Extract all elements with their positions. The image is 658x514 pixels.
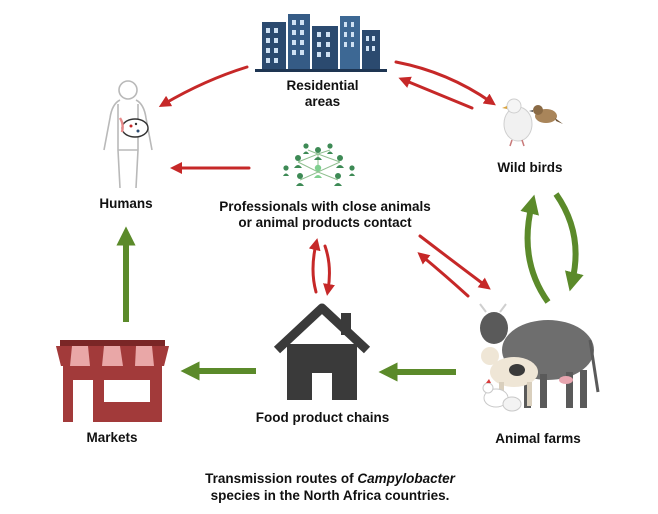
professionals-line2: or animal products contact — [238, 215, 412, 230]
node-label-humans: Humans — [99, 196, 153, 211]
caption-part1: Transmission routes of — [205, 471, 358, 486]
professionals-line1: Professionals with close animals — [219, 199, 431, 214]
farm-animals-icon — [479, 303, 600, 412]
residential-line2: areas — [304, 94, 341, 109]
arrow-residential-to-humans — [158, 65, 249, 108]
market-stall-icon — [56, 340, 169, 422]
figure-caption: Transmission routes of Campylobacter spe… — [120, 470, 540, 504]
arrow-food-chains-to-professionals — [308, 238, 321, 294]
arrow-professionals-to-food-chains — [323, 244, 335, 296]
house-icon — [273, 303, 371, 400]
node-label-residential-areas: Residential areas — [265, 78, 380, 110]
arrow-farms-to-birds — [520, 194, 551, 304]
red-arrows — [158, 60, 496, 298]
node-label-animal-farms: Animal farms — [495, 431, 581, 446]
people-network-icon — [283, 143, 355, 186]
node-label-wild-birds: Wild birds — [497, 160, 563, 175]
arrow-professionals-to-farms — [418, 234, 491, 290]
wild-birds-icon — [502, 98, 563, 147]
caption-part2: species in the North Africa countries. — [210, 488, 450, 503]
city-buildings-icon — [255, 14, 387, 72]
arrow-farms-to-professionals — [417, 252, 470, 298]
arrow-birds-to-farms — [553, 192, 584, 292]
caption-italic-genus: Campylobacter — [357, 471, 455, 486]
arrow-residential-to-birds — [394, 60, 496, 106]
node-label-professionals: Professionals with close animals or anim… — [195, 199, 455, 231]
human-body-icon — [103, 80, 153, 189]
node-label-food-product-chains: Food product chains — [255, 410, 390, 425]
node-label-markets: Markets — [86, 430, 138, 445]
green-arrows — [116, 192, 584, 382]
residential-line1: Residential — [286, 78, 359, 93]
arrow-birds-to-residential — [398, 76, 474, 110]
